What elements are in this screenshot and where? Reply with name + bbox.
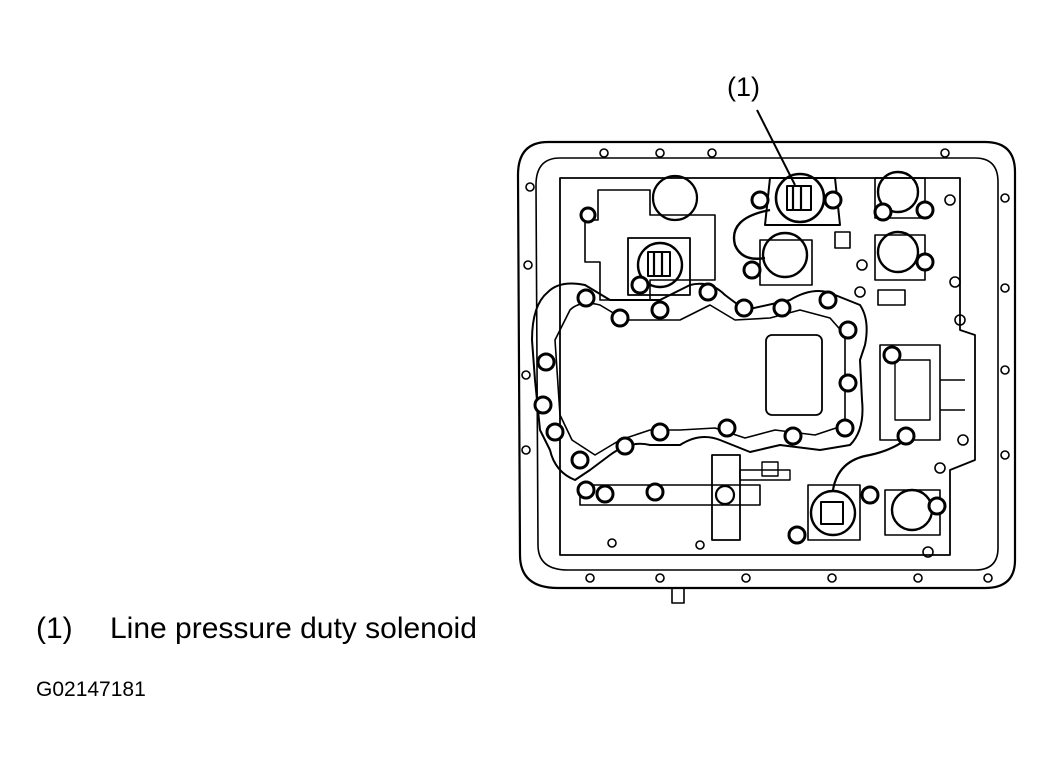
wire-harness bbox=[732, 208, 771, 260]
center-solenoid bbox=[761, 231, 809, 279]
drain-stub bbox=[671, 588, 685, 604]
oil-pan-outer-flange bbox=[516, 140, 1017, 590]
right-middle-solenoid bbox=[876, 230, 920, 274]
round-accumulator bbox=[651, 174, 699, 222]
valve-body-bolts bbox=[533, 190, 947, 545]
right-top-solenoid bbox=[876, 170, 920, 214]
lower-wire-harness bbox=[831, 439, 906, 491]
lower-spool bbox=[579, 484, 761, 506]
callout-leader-line bbox=[756, 109, 796, 186]
gasket-window bbox=[765, 334, 823, 416]
legend-number: (1) bbox=[36, 612, 73, 645]
flange-bolt-holes bbox=[521, 148, 1010, 583]
right-valve-assembly bbox=[879, 344, 941, 441]
bottom-right-solenoid bbox=[890, 488, 934, 532]
legend-item-1: (1) Line pressure duty solenoid bbox=[36, 612, 477, 646]
legend-text: Line pressure duty solenoid bbox=[110, 612, 477, 645]
figure-code: G02147181 bbox=[36, 678, 146, 701]
bottom-center-solenoid bbox=[809, 489, 857, 537]
left-solenoid-body bbox=[627, 237, 691, 296]
separator-gasket bbox=[531, 282, 868, 481]
valve-body-plate bbox=[559, 177, 976, 556]
callout-label-1: (1) bbox=[727, 72, 760, 102]
oil-pan-inner-rim bbox=[535, 157, 999, 571]
